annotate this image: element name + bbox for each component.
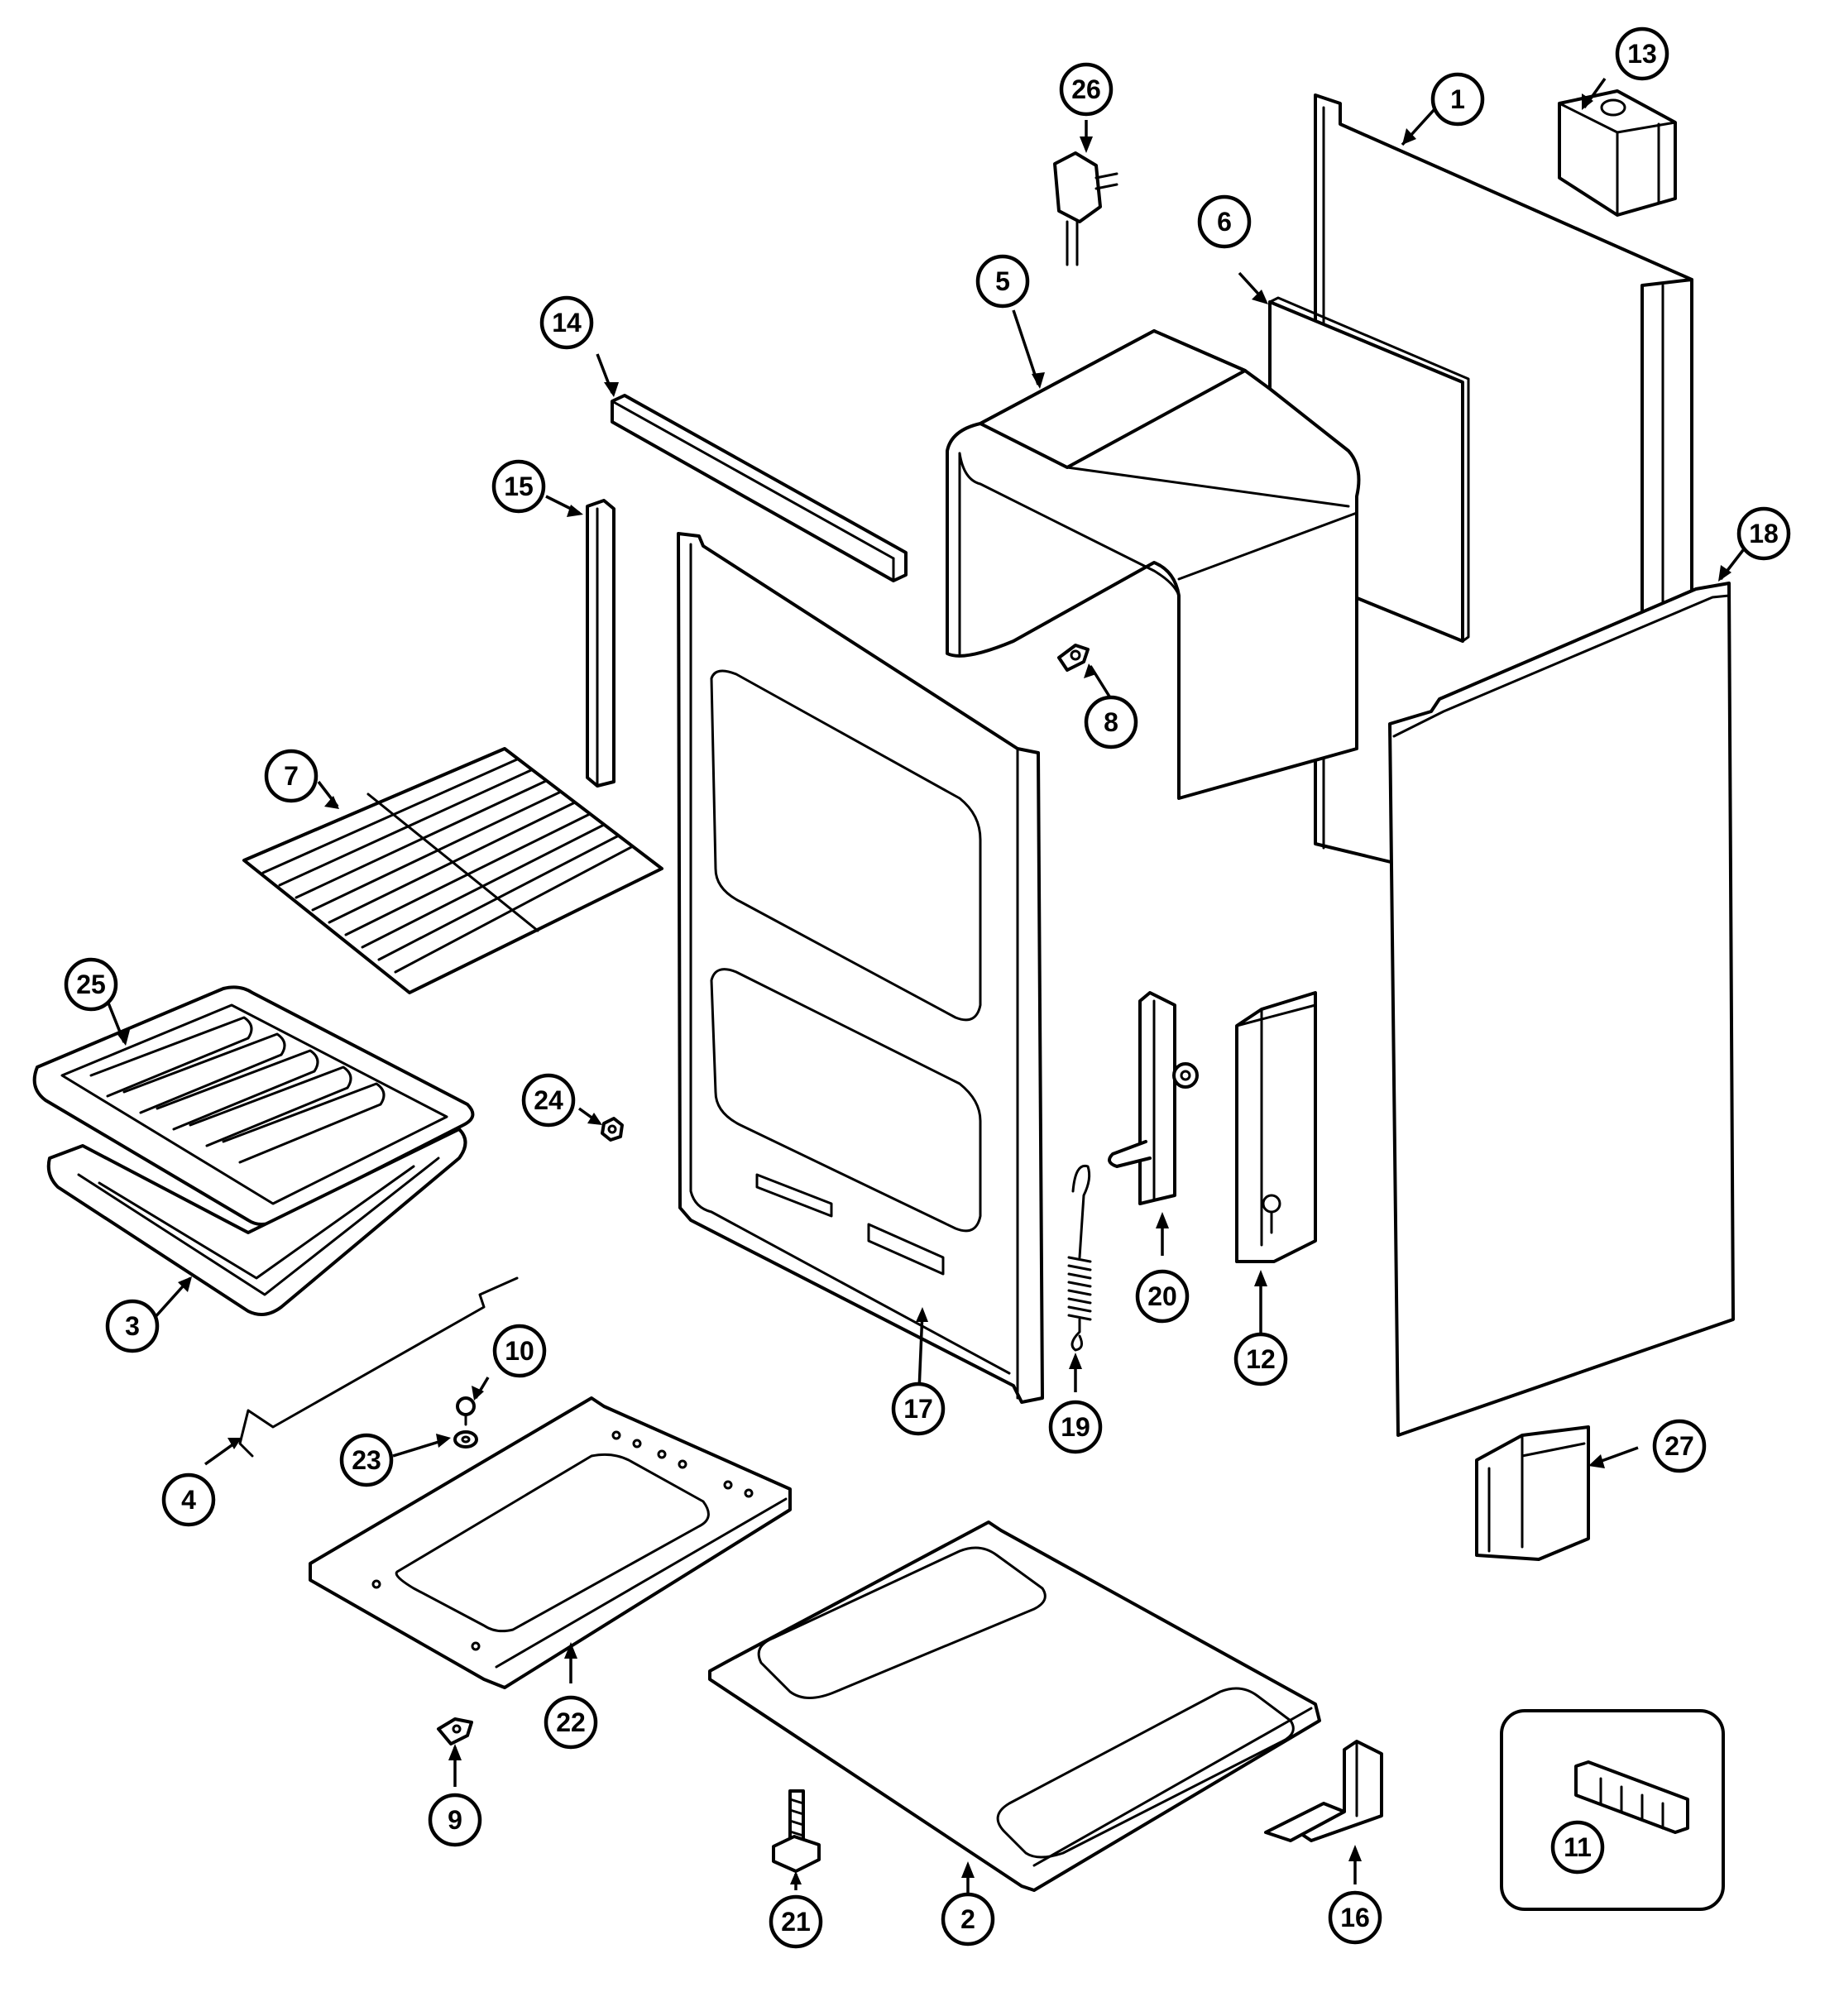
side-panel-left-part [1388,582,1735,1437]
callout-20: 20 [1135,1269,1190,1324]
callout-label: 23 [352,1445,381,1475]
callout-label: 14 [552,308,582,338]
callout-25: 25 [64,957,118,1012]
terminal-block-inset [1500,1709,1725,1911]
callout-label: 5 [995,266,1010,296]
callout-label: 25 [76,970,106,999]
callout-label: 11 [1564,1832,1592,1862]
callout-27: 27 [1652,1419,1707,1473]
callout-17: 17 [891,1382,946,1436]
callout-6: 6 [1197,194,1252,249]
callout-12: 12 [1233,1332,1288,1386]
callout-label: 21 [781,1907,811,1937]
hinge-spring-19-part [1067,1164,1092,1352]
bracket-13-part [1558,89,1677,217]
callout-14: 14 [539,295,594,350]
callout-11: 11 [1550,1820,1605,1875]
callout-label: 8 [1104,707,1118,737]
callout-label: 12 [1246,1344,1276,1374]
callout-5: 5 [975,254,1030,309]
callout-2: 2 [941,1892,995,1947]
callout-8: 8 [1084,695,1138,749]
callout-4: 4 [161,1472,216,1527]
callout-label: 22 [556,1707,586,1737]
oven-liner-part [946,329,1361,800]
callout-label: 2 [960,1904,975,1934]
callout-3: 3 [105,1299,160,1353]
callout-label: 20 [1147,1281,1177,1311]
rod-4-part [238,1276,519,1458]
power-cord-part [1053,151,1118,266]
front-frame-part [677,532,1044,1404]
hinge-receiver-12-part [1235,991,1317,1263]
callout-label: 26 [1071,74,1101,104]
hinge-20-part [1108,991,1199,1205]
callout-label: 13 [1627,39,1657,69]
callout-label: 4 [181,1485,196,1515]
oven-rack-part [242,747,663,994]
callout-label: 1 [1450,84,1465,114]
callout-19: 19 [1048,1400,1103,1454]
callout-9: 9 [428,1793,482,1847]
leveling-leg-21-part [772,1789,821,1873]
anti-tip-bracket-16-part [1264,1740,1383,1842]
bracket-27-part [1475,1425,1590,1561]
arrowheads [116,93,1731,1884]
callout-label: 16 [1340,1903,1370,1932]
callout-15: 15 [491,459,546,514]
callout-13: 13 [1615,26,1669,81]
callout-label: 15 [504,472,534,501]
callout-label: 9 [448,1805,462,1835]
callout-label: 6 [1217,207,1232,237]
insulation-strip-15-part [586,499,615,788]
broil-pan-insert-part [32,985,475,1226]
screw-10-part [456,1396,476,1426]
callout-24: 24 [521,1073,576,1128]
callout-23: 23 [339,1433,394,1487]
callout-label: 3 [125,1311,140,1341]
callout-1: 1 [1430,72,1485,127]
insulation-strip-14-part [611,394,908,582]
callout-21: 21 [769,1894,823,1949]
callout-label: 24 [534,1085,563,1115]
clip-9-part [437,1717,473,1745]
callout-18: 18 [1736,506,1791,561]
clip-8-part [1057,644,1090,672]
bottom-panel-part [708,1520,1321,1892]
callout-26: 26 [1059,62,1114,117]
callout-16: 16 [1328,1890,1382,1945]
callout-label: 27 [1664,1431,1694,1461]
callout-label: 10 [505,1336,534,1366]
broil-pan-part [46,1128,467,1316]
callout-22: 22 [544,1695,598,1750]
callout-label: 18 [1749,519,1779,548]
callout-label: 17 [903,1394,933,1424]
callout-10: 10 [492,1324,547,1378]
nut-24-part [601,1117,624,1142]
callout-label: 19 [1061,1412,1090,1442]
callout-7: 7 [264,749,319,803]
nut-23-part [453,1430,478,1449]
drawer-support-22-part [309,1396,792,1689]
callout-label: 7 [284,761,299,791]
